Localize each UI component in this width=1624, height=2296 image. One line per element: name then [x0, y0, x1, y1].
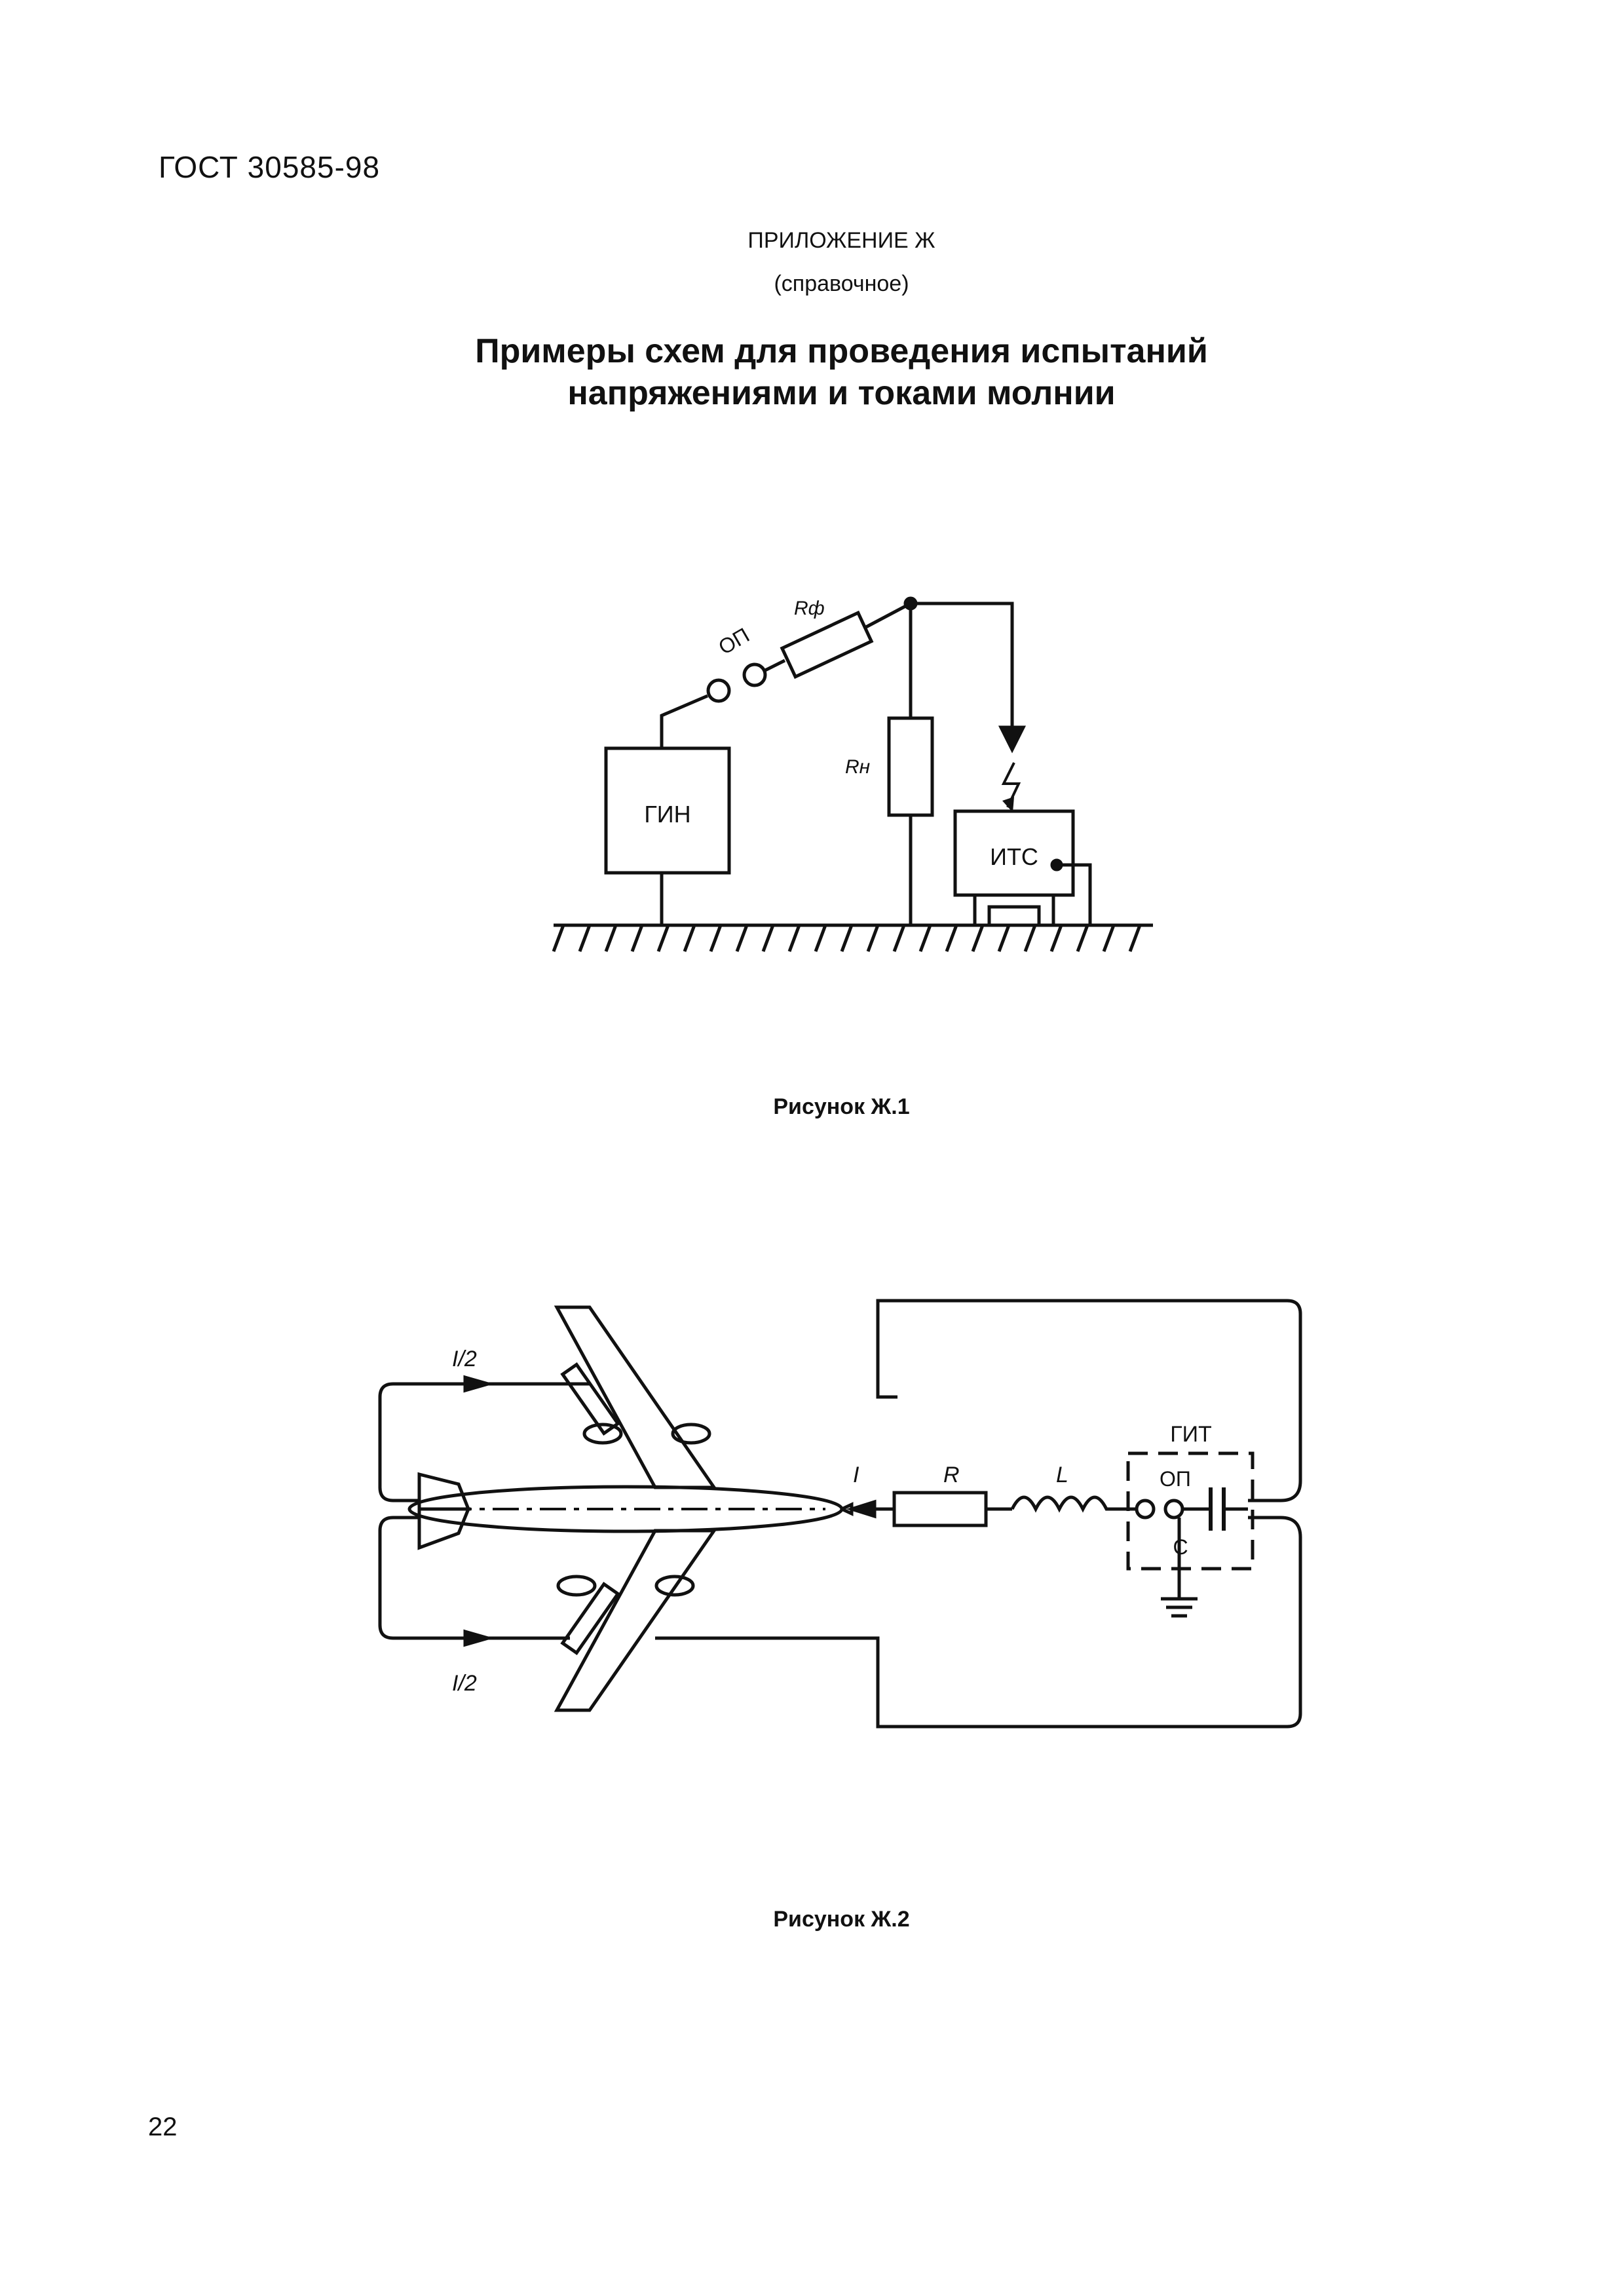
flap-bottom: [560, 1582, 620, 1655]
engine-bottom-right: [654, 1575, 695, 1597]
resistor-r-label: R: [943, 1463, 960, 1487]
git-spark-gap-left: [1135, 1499, 1156, 1520]
figure-2-caption: Рисунок Ж.2: [773, 1907, 910, 1932]
its-label: ИТС: [990, 843, 1038, 870]
aircraft-wing-top: [554, 1305, 717, 1489]
rf-label: Rф: [794, 598, 825, 619]
gin-output-lead: [660, 694, 708, 748]
spark-gap-left-electrode: [706, 678, 731, 703]
aircraft-wing-bottom: [554, 1529, 717, 1712]
tail-fin-top: [417, 1472, 471, 1511]
gin-generator-box: [604, 746, 731, 875]
resistor-r: [892, 1491, 988, 1527]
git-spark-gap-right: [1163, 1499, 1184, 1520]
engine-top-right: [671, 1423, 711, 1445]
spark-gap-right-electrode: [742, 662, 767, 687]
current-arrow-top-icon: [463, 1375, 495, 1393]
tail-fin-bottom: [417, 1507, 471, 1550]
appendix-kind: (справочное): [774, 271, 909, 296]
return-conductor-top-inner: [378, 1382, 590, 1502]
injection-arrow-icon: [846, 1499, 877, 1519]
git-spark-gap-label: ОП: [1160, 1467, 1191, 1491]
return-conductor-bottom-inner: [378, 1516, 570, 1640]
engine-bottom-left: [556, 1575, 597, 1597]
capacitor-c-label: С: [1173, 1535, 1188, 1559]
half-current-top-label: I/2: [452, 1347, 477, 1371]
discharge-electrode-wire: [911, 602, 1014, 727]
gin-label: ГИН: [644, 801, 690, 828]
page-heading: Примеры схем для проведения испытаний на…: [0, 330, 1624, 414]
spark-gap-lead: [763, 659, 786, 673]
current-label: I: [853, 1463, 859, 1487]
its-ground-lead: [1057, 863, 1092, 925]
its-test-object-box: [953, 809, 1075, 897]
appendix-title: ПРИЛОЖЕНИЕ Ж: [747, 228, 935, 253]
current-arrow-bottom-icon: [463, 1629, 495, 1647]
flap-top: [560, 1362, 620, 1436]
heading-line-1: Примеры схем для проведения испытаний: [475, 332, 1208, 370]
engine-top-left: [582, 1423, 623, 1445]
its-support-block: [987, 905, 1041, 927]
lightning-icon: [1001, 762, 1021, 808]
rf-output-lead: [863, 602, 911, 630]
half-current-bottom-label: I/2: [452, 1671, 477, 1696]
page-number: 22: [148, 2113, 178, 2141]
figure-1-caption: Рисунок Ж.1: [773, 1094, 910, 1119]
git-label: ГИТ: [1170, 1422, 1212, 1447]
rn-label: Rн: [845, 756, 870, 778]
heading-line-2: напряжениями и токами молнии: [567, 374, 1116, 412]
return-conductor-top-outer: [876, 1299, 1302, 1502]
inductor-l-label: L: [1056, 1463, 1068, 1487]
ground-hatching: [552, 925, 1142, 952]
return-conductor-bottom-outer: [655, 1516, 1302, 1729]
git-generator-box: [1126, 1451, 1255, 1571]
inductor-l: [1010, 1495, 1116, 1513]
discharge-arrow-icon: [998, 725, 1027, 754]
document-code: ГОСТ 30585-98: [159, 150, 381, 184]
